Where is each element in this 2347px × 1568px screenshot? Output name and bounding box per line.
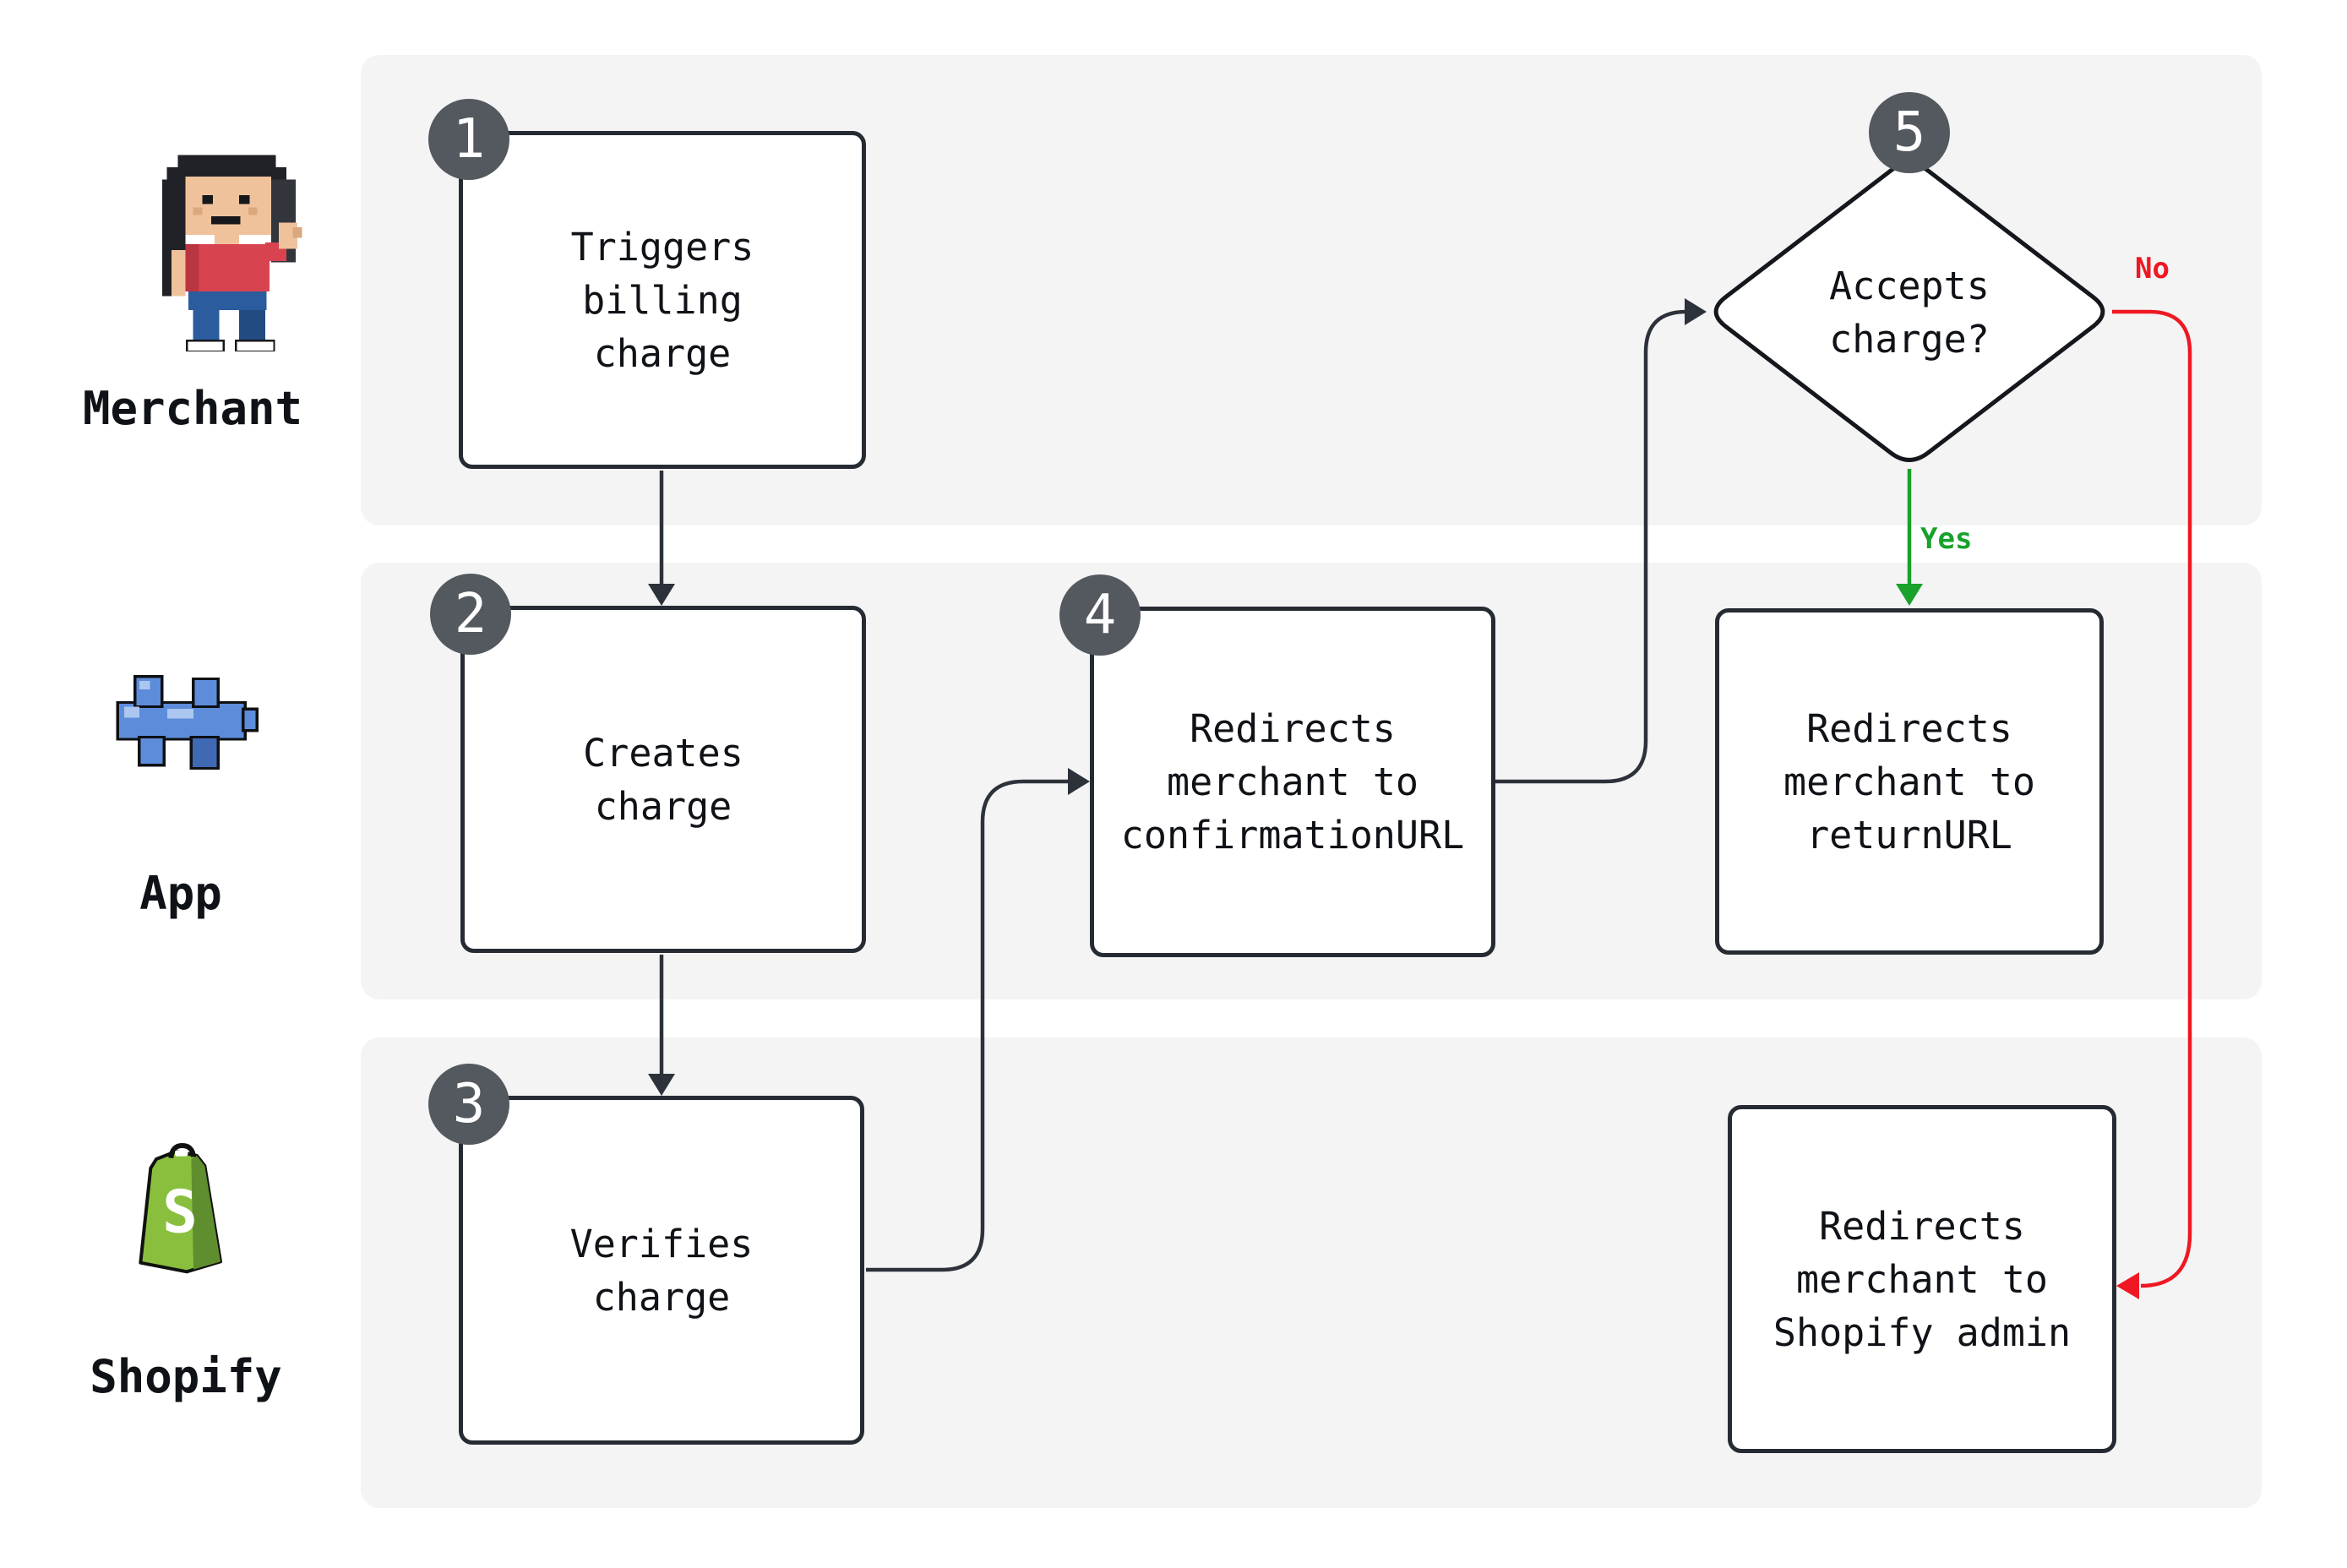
- app-icon: [116, 675, 259, 770]
- edge-label-yes: Yes: [1920, 522, 1973, 556]
- step-badge-1: 1: [428, 99, 509, 180]
- step-badge-4: 4: [1059, 574, 1141, 656]
- node-text: Redirects merchant to Shopify admin: [1773, 1203, 2072, 1355]
- shopify-icon: S: [139, 1142, 223, 1274]
- arrow-step2-to-step3: [648, 955, 675, 1096]
- svg-text:S: S: [162, 1179, 198, 1247]
- node-verifies-charge: Verifies charge: [459, 1096, 864, 1445]
- node-text-accepts-charge: Accepts charge?: [1829, 264, 1990, 362]
- merchant-icon: [162, 155, 302, 351]
- arrow-no-to-shopify-admin: [2112, 309, 2192, 1299]
- node-redirects-returnurl: Redirects merchant to returnURL: [1715, 608, 2104, 955]
- node-text: Redirects merchant to returnURL: [1783, 705, 2035, 858]
- arrow-step4-to-step5: [1495, 298, 1707, 784]
- arrow-step1-to-step2: [648, 471, 675, 606]
- arrow-yes-to-returnurl: [1896, 469, 1923, 606]
- node-text: Creates charge: [583, 730, 743, 829]
- node-redirects-confirmationurl: Redirects merchant to confirmationURL: [1090, 607, 1495, 957]
- arrow-step3-to-step4: [866, 768, 1090, 1272]
- node-text: Triggers billing charge: [570, 224, 754, 376]
- edge-label-no: No: [2135, 252, 2170, 286]
- lane-label-merchant: Merchant: [82, 382, 303, 435]
- step-badge-5: 5: [1869, 92, 1950, 173]
- node-redirects-shopify-admin: Redirects merchant to Shopify admin: [1728, 1105, 2116, 1453]
- step-badge-2: 2: [430, 574, 511, 655]
- node-triggers-billing-charge: Triggers billing charge: [459, 131, 866, 469]
- lane-label-shopify: Shopify: [90, 1350, 282, 1403]
- lane-label-app: App: [139, 867, 222, 920]
- node-text: Redirects merchant to confirmationURL: [1120, 706, 1465, 858]
- node-creates-charge: Creates charge: [460, 606, 866, 953]
- step-badge-3: 3: [428, 1064, 509, 1145]
- node-text: Verifies charge: [569, 1221, 754, 1320]
